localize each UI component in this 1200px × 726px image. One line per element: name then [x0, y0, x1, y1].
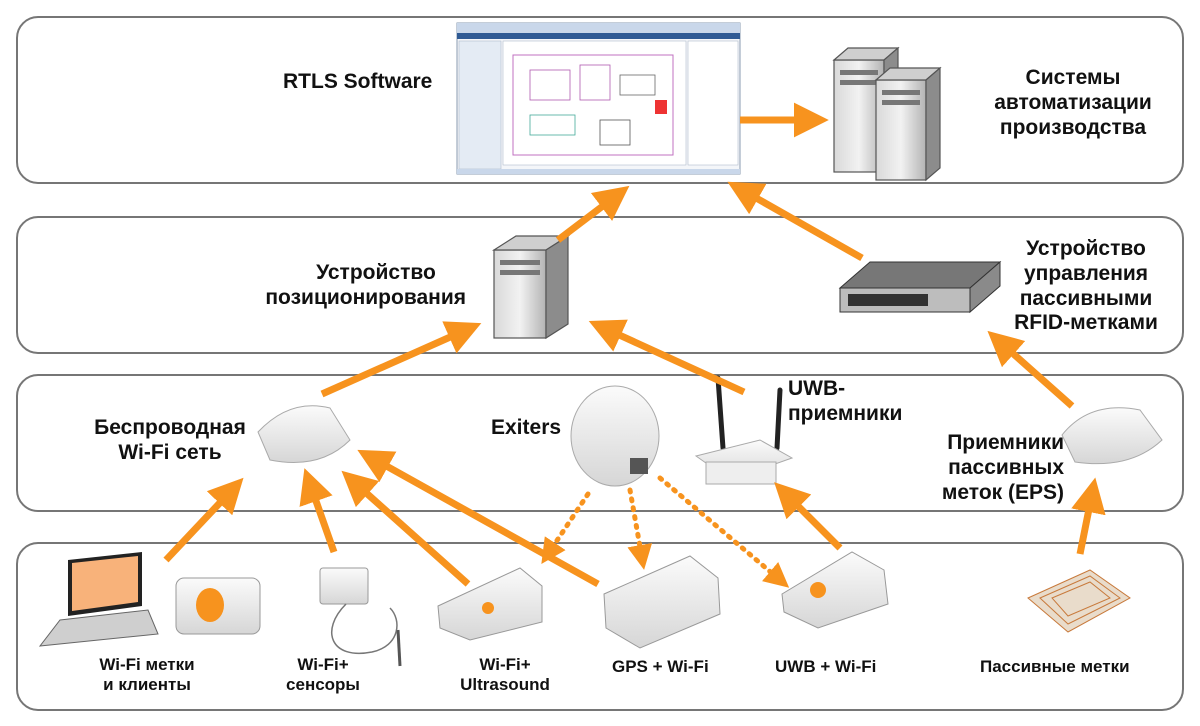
label-uwb-wifi: UWB + Wi-Fi: [775, 657, 877, 676]
arrow-clients-to-wifi: [163, 477, 244, 563]
label-line: Устройство: [1026, 237, 1146, 260]
wifi-tag-device: [175, 577, 261, 635]
arrow-wifi-to-positioning: [320, 321, 482, 398]
label-line: сенсоры: [286, 675, 360, 695]
automation-servers: [832, 46, 942, 182]
label-line: Wi-Fi сеть: [118, 440, 222, 464]
label-line: Устройство: [316, 261, 436, 284]
arrow-sensors-to-wifi: [299, 468, 338, 554]
label-passive-receivers: Приемники пассивных меток (EPS): [920, 431, 1064, 505]
label-line: RFID-метками: [1014, 311, 1158, 335]
label-line: автоматизации: [994, 90, 1152, 114]
label-wifi-sensors: Wi-Fi+ сенсоры: [268, 655, 378, 695]
passive-rfid-tag: [1027, 569, 1131, 633]
rtls-software-screenshot: [456, 22, 741, 175]
label-exciters: Exiters: [491, 416, 562, 439]
wifi-sensor-device: [319, 567, 402, 667]
arrow-exciter-to-uwbtag: [657, 475, 790, 588]
gps-tag-device: [603, 555, 721, 649]
label-line: позиционирования: [265, 285, 466, 309]
arrow-uwbtag-to-receiver: [774, 482, 843, 551]
arrow-positioning-to-software: [555, 185, 630, 243]
label-rtls-software: RTLS Software: [283, 70, 433, 93]
label-line: Wi-Fi+: [297, 655, 349, 674]
ultrasound-tag-device: [437, 567, 543, 641]
label-gps-wifi: GPS + Wi-Fi: [612, 657, 709, 676]
label-line: Приемники: [947, 431, 1064, 454]
arrow-passive-to-switch: [987, 330, 1075, 409]
label-line: Wi-Fi метки: [99, 655, 195, 674]
label-line: управления: [1023, 261, 1149, 285]
label-line: и клиенты: [103, 675, 191, 695]
label-wifi-tags-clients: Wi-Fi метки и клиенты: [82, 655, 212, 695]
label-positioning-device: Устройство позиционирования: [226, 261, 466, 311]
arrow-gps-to-wifi: [357, 449, 600, 588]
uwb-receiver: [694, 375, 794, 485]
passive-receiver: [1061, 407, 1163, 465]
arrow-ultrasound-to-wifi: [341, 470, 471, 587]
exciter-device: [570, 385, 660, 487]
uwb-tag-device: [781, 551, 889, 629]
arrow-uwb-to-positioning: [588, 319, 746, 396]
laptop-icon: [38, 552, 159, 647]
label-line: Беспроводная: [94, 416, 246, 439]
label-line: Ultrasound: [460, 675, 550, 695]
label-line: пассивных: [948, 455, 1064, 479]
arrows: [163, 102, 1106, 588]
label-wifi-ultrasound: Wi-Fi+ Ultrasound: [440, 655, 570, 695]
label-passive-tags: Пассивные метки: [980, 657, 1130, 676]
label-line: Системы: [1025, 66, 1121, 89]
arrow-exciter-to-gps: [627, 487, 653, 570]
arrow-passivetag-to-receiver: [1071, 477, 1106, 555]
label-uwb-receivers: UWB- приемники: [788, 377, 902, 427]
rfid-controller-switch: [838, 260, 1002, 314]
label-line: меток (EPS): [941, 480, 1064, 504]
label-automation-systems: Системы автоматизации производства: [978, 66, 1168, 140]
label-line: UWB-: [788, 377, 846, 400]
wifi-access-point: [257, 405, 351, 463]
label-line: Wi-Fi+: [479, 655, 531, 674]
label-wireless-network: Беспроводная Wi-Fi сеть: [80, 416, 260, 466]
positioning-server: [491, 234, 571, 340]
label-rfid-controller: Устройство управления пассивными RFID-ме…: [996, 237, 1176, 336]
dotted-arrows: [541, 475, 790, 588]
label-line: производства: [999, 115, 1147, 139]
arrow-exciter-to-ultrasound: [541, 491, 591, 564]
arrow-switch-to-software: [727, 181, 864, 262]
label-line: приемники: [788, 401, 903, 425]
label-line: пассивными: [1019, 286, 1153, 310]
